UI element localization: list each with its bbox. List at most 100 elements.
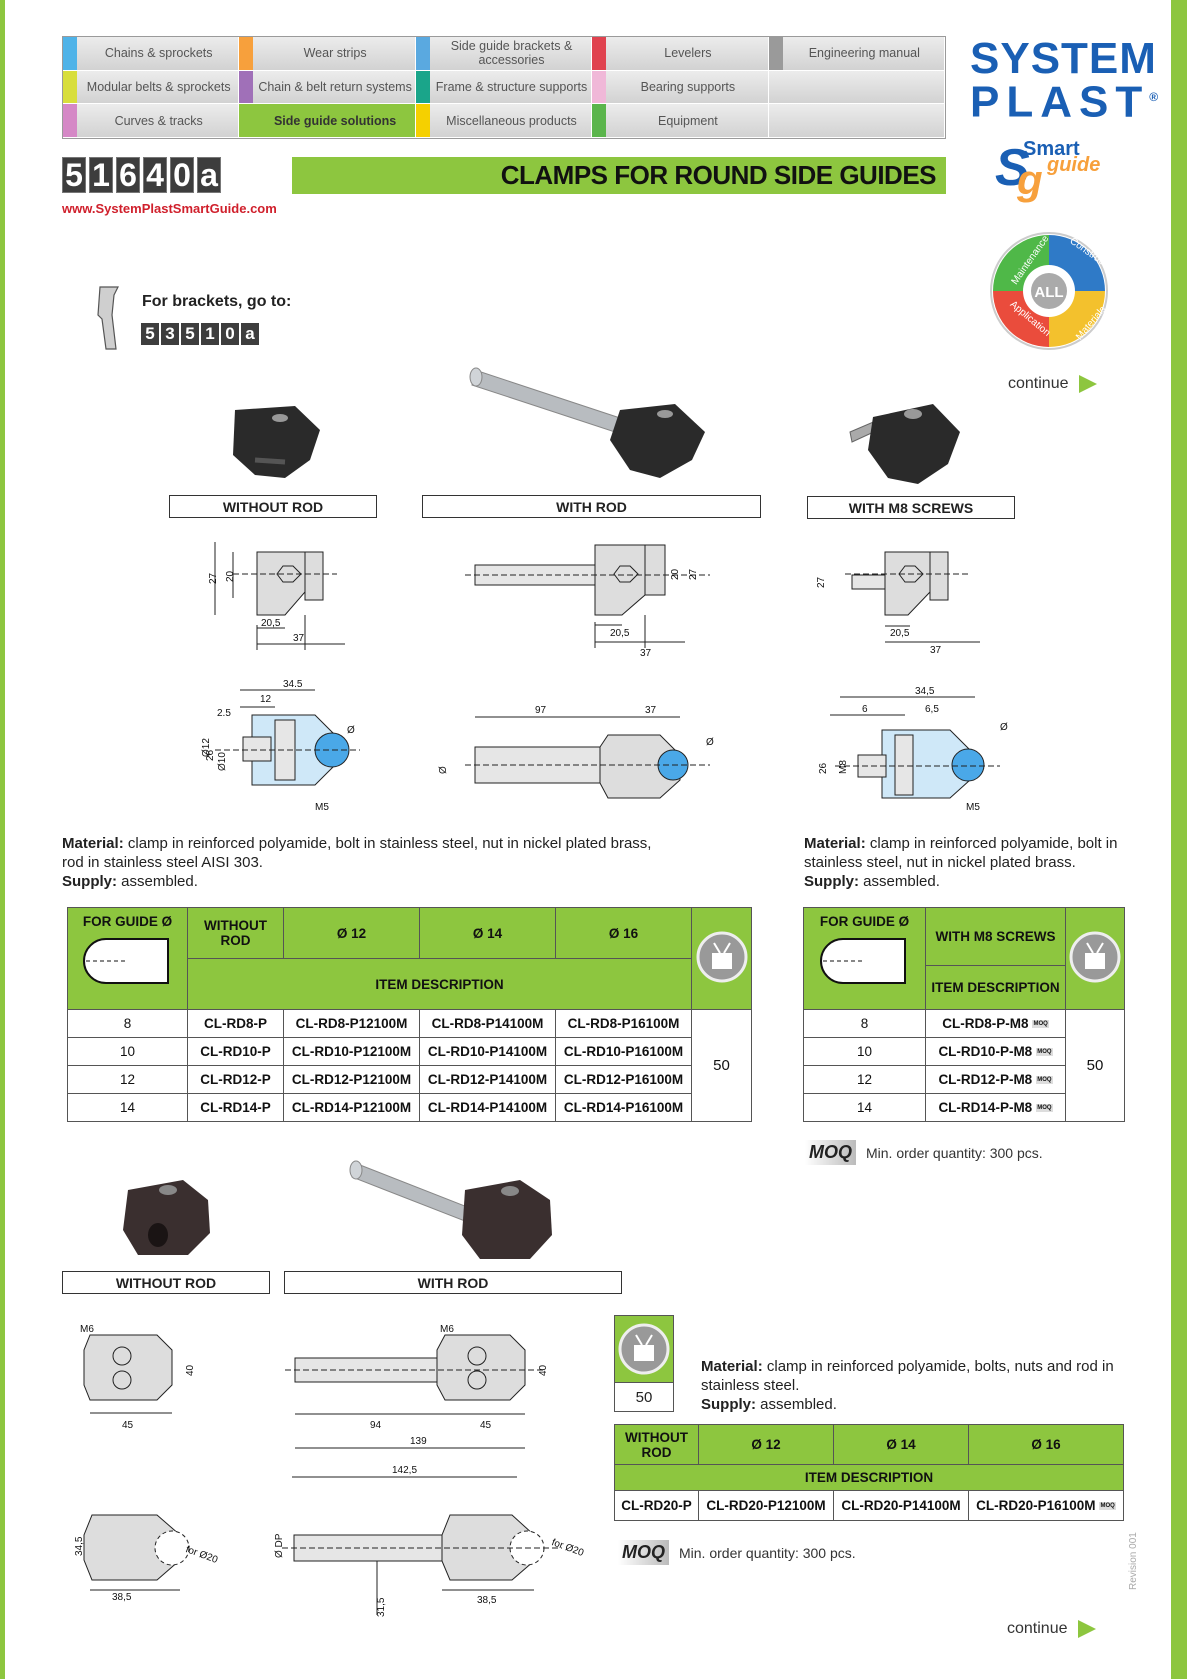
table-clamps-rod: FOR GUIDE Ø WITHOUT ROD Ø 12 Ø 14 Ø 16 I… — [67, 907, 752, 1122]
nav-item[interactable]: Frame & structure supports — [415, 70, 593, 105]
guide-label: guide — [1047, 154, 1101, 176]
cell-pack-quantity: 50 — [691, 1009, 752, 1122]
right-accent-bar — [1171, 0, 1187, 1679]
code-digit: 3 — [161, 323, 179, 345]
nav-item[interactable]: Curves & tracks — [63, 104, 240, 138]
dim-d-w345: 34,5 — [915, 686, 935, 697]
cell-guide-size: 14 — [803, 1093, 926, 1122]
nav-item-label: Wear strips — [303, 46, 367, 61]
drawing-20-with-rod-front: M6 40 94 45 139 — [285, 1324, 549, 1449]
nav-item-label: Curves & tracks — [114, 113, 203, 128]
dim-2-for20: for Ø20 — [184, 1544, 220, 1566]
drawing-with-m8: 27 20,5 37 34,5 6 6,5 26 M8 M5 Ø — [816, 551, 1008, 813]
nav-item — [768, 70, 945, 105]
nav-item[interactable]: Side guide brackets & accessories — [415, 37, 593, 71]
cell-code: CL-RD20-P12100M — [698, 1490, 834, 1521]
nav-color-swatch — [63, 37, 77, 70]
dim-2-dp: Ø DP — [274, 1533, 285, 1558]
code-digit: a — [197, 157, 221, 193]
dim-2-h345: 34,5 — [74, 1536, 85, 1556]
category-wheel[interactable]: ALL Maintenance Construction Application… — [988, 230, 1120, 352]
table-clamps-m8: FOR GUIDE Ø WITH M8 SCREWS ITEM DESCRIPT… — [803, 907, 1125, 1122]
package-icon — [1069, 931, 1121, 983]
nav-item[interactable]: Equipment — [592, 104, 769, 138]
code-digit: 0 — [221, 323, 239, 345]
nav-item-label: Modular belts & sprockets — [86, 79, 231, 94]
code-digit: 1 — [201, 323, 219, 345]
material-desc: clamp in reinforced polyamide, bolt in s… — [62, 835, 652, 871]
dim-c-w37: 37 — [640, 648, 652, 659]
nav-item[interactable]: Engineering manual — [768, 37, 945, 71]
dim-d-w205: 20,5 — [890, 628, 910, 639]
code-digit: a — [241, 323, 259, 345]
cell-code: CL-RD8-P16100M — [555, 1009, 692, 1038]
dim-b-d10: Ø10 — [217, 752, 228, 771]
cell-code: CL-RD12-P14100M — [419, 1065, 556, 1094]
nav-color-swatch — [239, 37, 254, 70]
moq-icon: MOQ — [1036, 1076, 1053, 1085]
dim-2-w385: 38,5 — [112, 1592, 132, 1603]
nav-color-swatch — [768, 37, 783, 70]
item-description-header: ITEM DESCRIPTION — [187, 958, 692, 1010]
cell-guide-size: 8 — [67, 1009, 188, 1038]
supply-desc: assembled. — [859, 873, 940, 890]
logo-line2: PLAST® — [970, 77, 1166, 127]
dim-d-h26: 26 — [818, 762, 829, 774]
nav-color-swatch — [592, 104, 607, 137]
dim-b-w12: 12 — [260, 694, 272, 705]
label-with-rod-1: WITH ROD — [422, 495, 761, 518]
page-title: CLAMPS FOR ROUND SIDE GUIDES — [292, 157, 946, 194]
revision-label: Revision 001 — [1128, 1532, 1139, 1590]
supply-label: Supply: — [701, 1396, 756, 1413]
nav-item[interactable]: Chains & sprockets — [63, 37, 240, 71]
cell-code: CL-RD10-P16100M — [555, 1037, 692, 1066]
moq-icon: MOQ — [1036, 1104, 1053, 1113]
dim-c-w97: 97 — [535, 705, 547, 716]
nav-item[interactable]: Bearing supports — [592, 70, 769, 105]
nav-color-swatch — [415, 104, 430, 137]
col-header-d14: Ø 14 — [419, 907, 556, 959]
cell-code: CL-RD14-P16100M — [555, 1093, 692, 1122]
drawing-20-without-rod-front: M6 40 45 — [80, 1324, 196, 1431]
dim-b-h26: 26 — [205, 749, 216, 761]
col-header-d16: Ø 16 — [555, 907, 692, 959]
col-header-guide: FOR GUIDE Ø — [803, 907, 926, 1010]
continue-link-top[interactable]: continue — [1008, 375, 1097, 393]
moq-note-1: MOQ Min. order quantity: 300 pcs. — [805, 1140, 1043, 1165]
nav-color-swatch — [415, 70, 430, 104]
supply-label: Supply: — [62, 873, 117, 890]
photo-clamp-without-rod — [233, 406, 320, 478]
nav-item[interactable]: Wear strips — [239, 37, 416, 71]
nav-color-swatch — [415, 37, 430, 70]
col-header-d14: Ø 14 — [833, 1424, 969, 1465]
nav-item[interactable]: Miscellaneous products — [415, 104, 593, 138]
dim-b-w345: 34.5 — [283, 679, 303, 690]
dim-2-m6b: M6 — [440, 1324, 454, 1335]
package-icon — [696, 931, 747, 983]
nav-item-label: Side guide solutions — [273, 113, 397, 128]
nav-item[interactable]: Side guide solutions — [239, 104, 416, 138]
nav-item-label: Bearing supports — [640, 79, 736, 94]
label-with-rod-2: WITH ROD — [284, 1271, 622, 1294]
continue-label: continue — [1007, 1620, 1068, 1637]
dim-b-w25: 2.5 — [217, 708, 231, 719]
col-header-d16: Ø 16 — [968, 1424, 1124, 1465]
dim-a-w205: 20,5 — [261, 618, 281, 629]
col-header-without-rod: WITHOUT ROD — [187, 907, 284, 959]
photo-clamp20-without-rod — [123, 1180, 210, 1255]
nav-item[interactable]: Modular belts & sprockets — [63, 70, 240, 105]
nav-item[interactable]: Chain & belt return systems — [239, 70, 416, 105]
website-url[interactable]: www.SystemPlastSmartGuide.com — [62, 201, 277, 216]
continue-link-bottom[interactable]: continue — [1007, 1620, 1096, 1638]
cell-guide-size: 8 — [803, 1009, 926, 1038]
nav-item-label: Chains & sprockets — [104, 46, 213, 61]
nav-item[interactable]: Levelers — [592, 37, 769, 71]
smart-label: Smart — [1023, 138, 1080, 160]
dim-c-h27: 27 — [688, 568, 699, 580]
dim-c-dia: Ø — [438, 766, 449, 774]
